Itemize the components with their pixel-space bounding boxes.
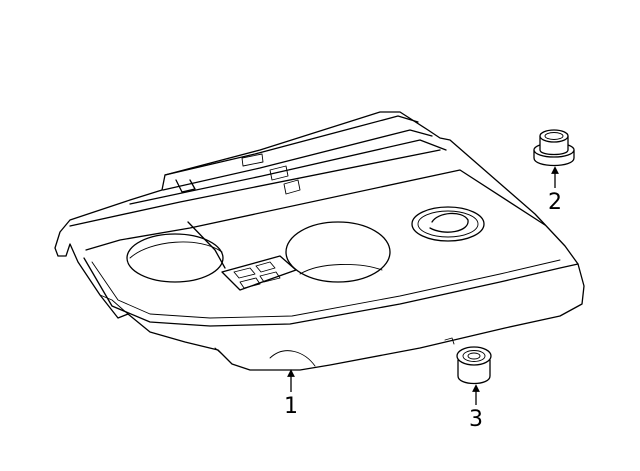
callout-3: 3: [469, 407, 483, 432]
callout-2: 2: [548, 190, 562, 215]
grommet-upper: [533, 129, 575, 167]
grommet-lower: [456, 346, 492, 385]
engine-cover: [54, 111, 585, 371]
callout-1: 1: [284, 394, 298, 419]
